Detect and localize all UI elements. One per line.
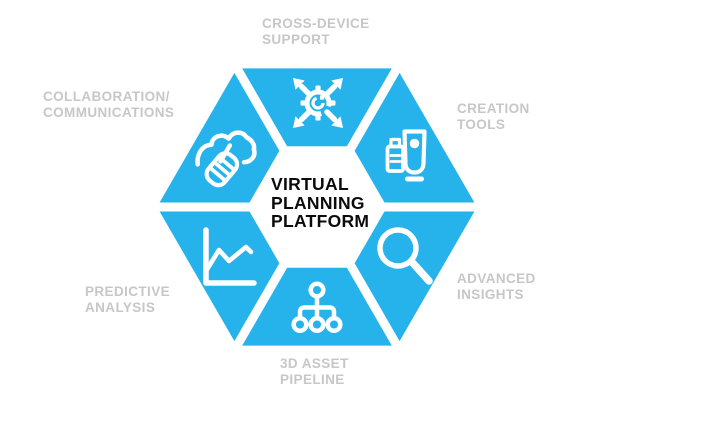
label-advanced-insights: ADVANCED INSIGHTS	[457, 271, 536, 302]
segment-predictive-analysis	[157, 207, 282, 346]
handshake-icon	[195, 130, 257, 188]
line-chart-icon	[203, 227, 257, 286]
label-3d-asset-pipeline: 3D ASSET PIPELINE	[280, 356, 349, 387]
label-creation-tools: CREATION TOOLS	[457, 101, 530, 132]
creation-tools-icon	[385, 129, 427, 182]
segment-creation-tools	[352, 68, 477, 208]
label-cross-device-support: CROSS-DEVICE SUPPORT	[262, 16, 370, 47]
label-predictive-analysis: PREDICTIVE ANALYSIS	[85, 284, 171, 315]
label-collaboration-communications: COLLABORATION/ COMMUNICATIONS	[43, 89, 175, 120]
diagram-title: VIRTUAL PLANNING PLATFORM	[271, 174, 370, 232]
hierarchy-icon	[291, 281, 343, 334]
expand-arrows-gear-icon	[293, 78, 343, 128]
magnifier-icon	[377, 227, 433, 285]
center-hexagon	[247, 146, 387, 268]
